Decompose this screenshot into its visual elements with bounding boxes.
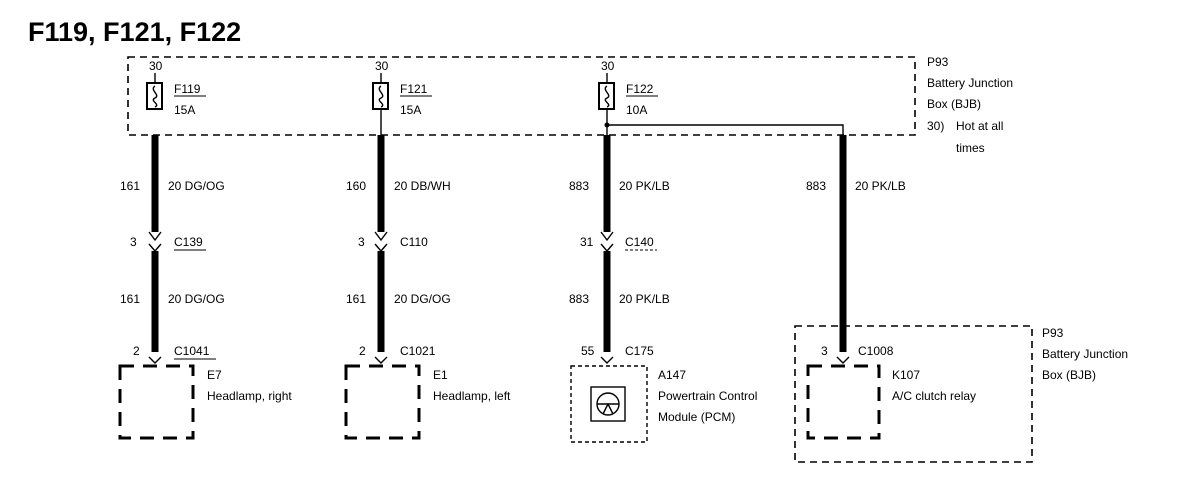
connector-pin: 2 [359,344,366,358]
connector-arrow-icon [600,356,614,364]
connector-pin: 3 [130,235,137,249]
connector-arrow-icon [148,243,162,253]
fuse-pin: 30 [375,59,389,73]
page-title: F119, F121, F122 [28,17,241,47]
component-name-line2: Module (PCM) [658,410,735,424]
component-id: E1 [433,368,448,382]
component-name: Headlamp, right [207,389,292,403]
bjb-name-line2: Box (BJB) [1042,368,1096,382]
bjb-name-line1: Battery Junction [1042,347,1128,361]
connector-arrow-icon [600,231,614,242]
connector-id: C110 [400,235,428,249]
circuit-number: 883 [569,179,589,193]
pcm-symbol-icon [590,386,626,422]
fuse-f122: 30 F122 10A [598,59,658,117]
bjb-id: P93 [1042,326,1064,340]
connector-pin: 3 [358,235,365,249]
connector-id: C1021 [400,344,436,358]
wire-color: 20 PK/LB [619,292,670,306]
circuit-number: 883 [806,179,826,193]
wire-color: 20 PK/LB [855,179,906,193]
wire-color: 20 DG/OG [168,292,225,306]
bjb-note-num: 30) [927,119,944,133]
connector-arrow-icon [374,356,388,364]
connector-arrow-icon [836,356,850,364]
component-name: A/C clutch relay [892,389,976,403]
circuit-number: 161 [120,292,140,306]
bjb-name-line1: Battery Junction [927,76,1013,90]
connector-arrow-icon [148,356,162,364]
connector-id: C175 [625,344,654,358]
bjb-note-line1: Hot at all [956,119,1003,133]
connector-arrow-icon [374,243,388,253]
circuit-number: 161 [346,292,366,306]
bjb-name-line2: Box (BJB) [927,97,981,111]
circuit-number: 883 [569,292,589,306]
fuse-pin: 30 [149,59,163,73]
component-name-line1: Powertrain Control [658,389,757,403]
component-id: K107 [892,368,920,382]
circuit-number: 160 [346,179,366,193]
fuse-f121: 30 F121 15A [372,59,432,117]
connector-pin: 55 [581,344,595,358]
fuse-name: F119 [174,82,201,96]
fuse-name: F121 [400,82,428,96]
bjb-id: P93 [927,55,949,69]
component-k107-box [806,364,881,440]
bjb-lower-box [794,325,1033,463]
connector-arrow-icon [374,231,388,242]
circuit-number: 161 [120,179,140,193]
component-id: A147 [658,368,686,382]
connector-arrow-icon [148,231,162,242]
fuse-pin: 30 [601,59,615,73]
fuse-rating: 15A [400,103,421,117]
bjb-top-box [127,56,916,136]
fuse-rating: 10A [626,103,647,117]
component-id: E7 [207,368,222,382]
wire-color: 20 PK/LB [619,179,670,193]
component-e1-box [344,364,421,440]
component-name: Headlamp, left [433,389,511,403]
connector-id: C1041 [174,344,210,358]
wire-color: 20 DG/OG [168,179,225,193]
splice-branch [607,124,844,135]
splice-dot [604,122,610,128]
fuse-symbol-icon [146,82,163,110]
connector-arrow-icon [600,243,614,253]
fuse-name: F122 [626,82,654,96]
connector-pin: 31 [580,235,594,249]
fuse-f119: 30 F119 15A [146,59,206,117]
wire-color: 20 DB/WH [394,179,451,193]
bjb-note-line2: times [956,141,985,155]
wire-color: 20 DG/OG [394,292,451,306]
component-pcm-box [570,365,648,443]
fuse-rating: 15A [174,103,195,117]
connector-id: C139 [174,235,203,249]
connector-pin: 3 [821,344,828,358]
component-e7-box [118,364,195,440]
connector-pin: 2 [133,344,140,358]
connector-id: C1008 [858,344,894,358]
connector-id: C140 [625,235,654,249]
